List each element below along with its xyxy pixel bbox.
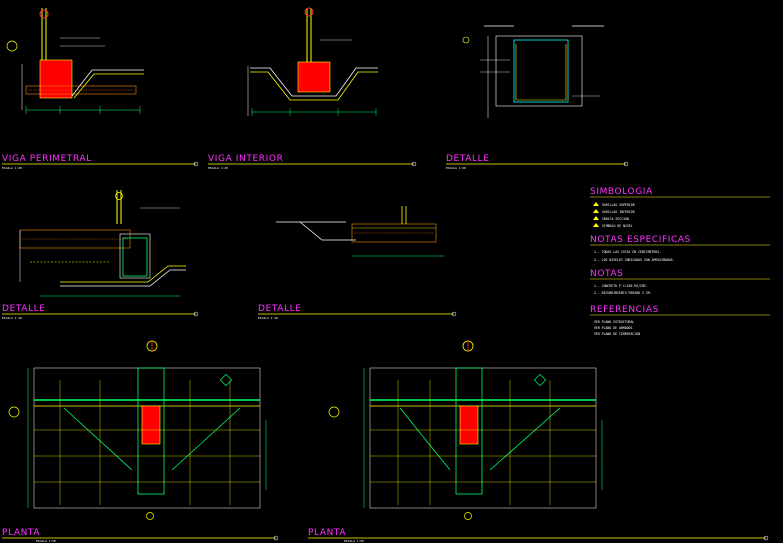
notas-especificas-item: 1.- TODAS LAS COTAS EN CENTIMETROS. — [594, 250, 662, 254]
detalle-1-scale: ESCALA 1:20 — [446, 166, 466, 170]
simbologia-item: SIMBOLO DE NIVEL — [602, 224, 633, 228]
viga-perimetral-drawing — [6, 8, 144, 114]
simbologia-item: VARILLAS INFERIOR — [602, 210, 635, 214]
planta-1-title: PLANTA — [2, 528, 41, 538]
planta-1-drawing — [8, 340, 267, 520]
simbologia-item: VARILLAS SUPERIOR — [602, 203, 635, 207]
detalle-2-drawing — [19, 190, 186, 297]
notas-header: NOTAS — [590, 269, 624, 279]
referencias-item: VER PLANO DE CIMENTACION — [594, 332, 641, 336]
planta-2-title: PLANTA — [308, 528, 347, 538]
referencias-item: VER PLANO ESTRUCTURAL — [594, 320, 635, 324]
notas-especificas-item: 2.- LOS NIVELES INDICADOS SON APROXIMADO… — [594, 258, 675, 262]
notas-especificas-header: NOTAS ESPECIFICAS — [590, 235, 691, 245]
notas-item: 1.- CONCRETO F'C=250 KG/CM2. — [594, 284, 648, 288]
simbologia-symbols — [593, 202, 599, 227]
simbologia-item: INDICA SECCION — [602, 217, 629, 221]
planta-1-scale: ESCALA 1:50 — [36, 539, 56, 543]
title-underlines — [2, 161, 770, 541]
detalle-1-title: DETALLE — [446, 154, 490, 164]
detalle-2-scale: ESCALA 1:10 — [2, 316, 22, 320]
planta-2-scale: ESCALA 1:50 — [344, 539, 364, 543]
detalle-1-drawing — [462, 25, 604, 118]
viga-interior-drawing — [247, 7, 378, 116]
viga-interior-title: VIGA INTERIOR — [208, 154, 284, 164]
viga-perimetral-title: VIGA PERIMETRAL — [2, 154, 92, 164]
detalle-2-title: DETALLE — [2, 304, 46, 314]
detalle-3-scale: ESCALA 1:10 — [258, 316, 278, 320]
detalle-3-drawing — [276, 206, 444, 257]
simbologia-header: SIMBOLOGIA — [590, 187, 653, 197]
viga-perimetral-scale: ESCALA 1:20 — [2, 166, 22, 170]
referencias-header: REFERENCIAS — [590, 305, 659, 315]
viga-interior-scale: ESCALA 1:20 — [208, 166, 228, 170]
planta-2-drawing — [328, 340, 603, 520]
referencias-item: VER PLANO DE ARMADOS — [594, 326, 633, 330]
detalle-3-title: DETALLE — [258, 304, 302, 314]
notas-item: 2.- RECUBRIMIENTO MINIMO 3 CM. — [594, 291, 652, 295]
